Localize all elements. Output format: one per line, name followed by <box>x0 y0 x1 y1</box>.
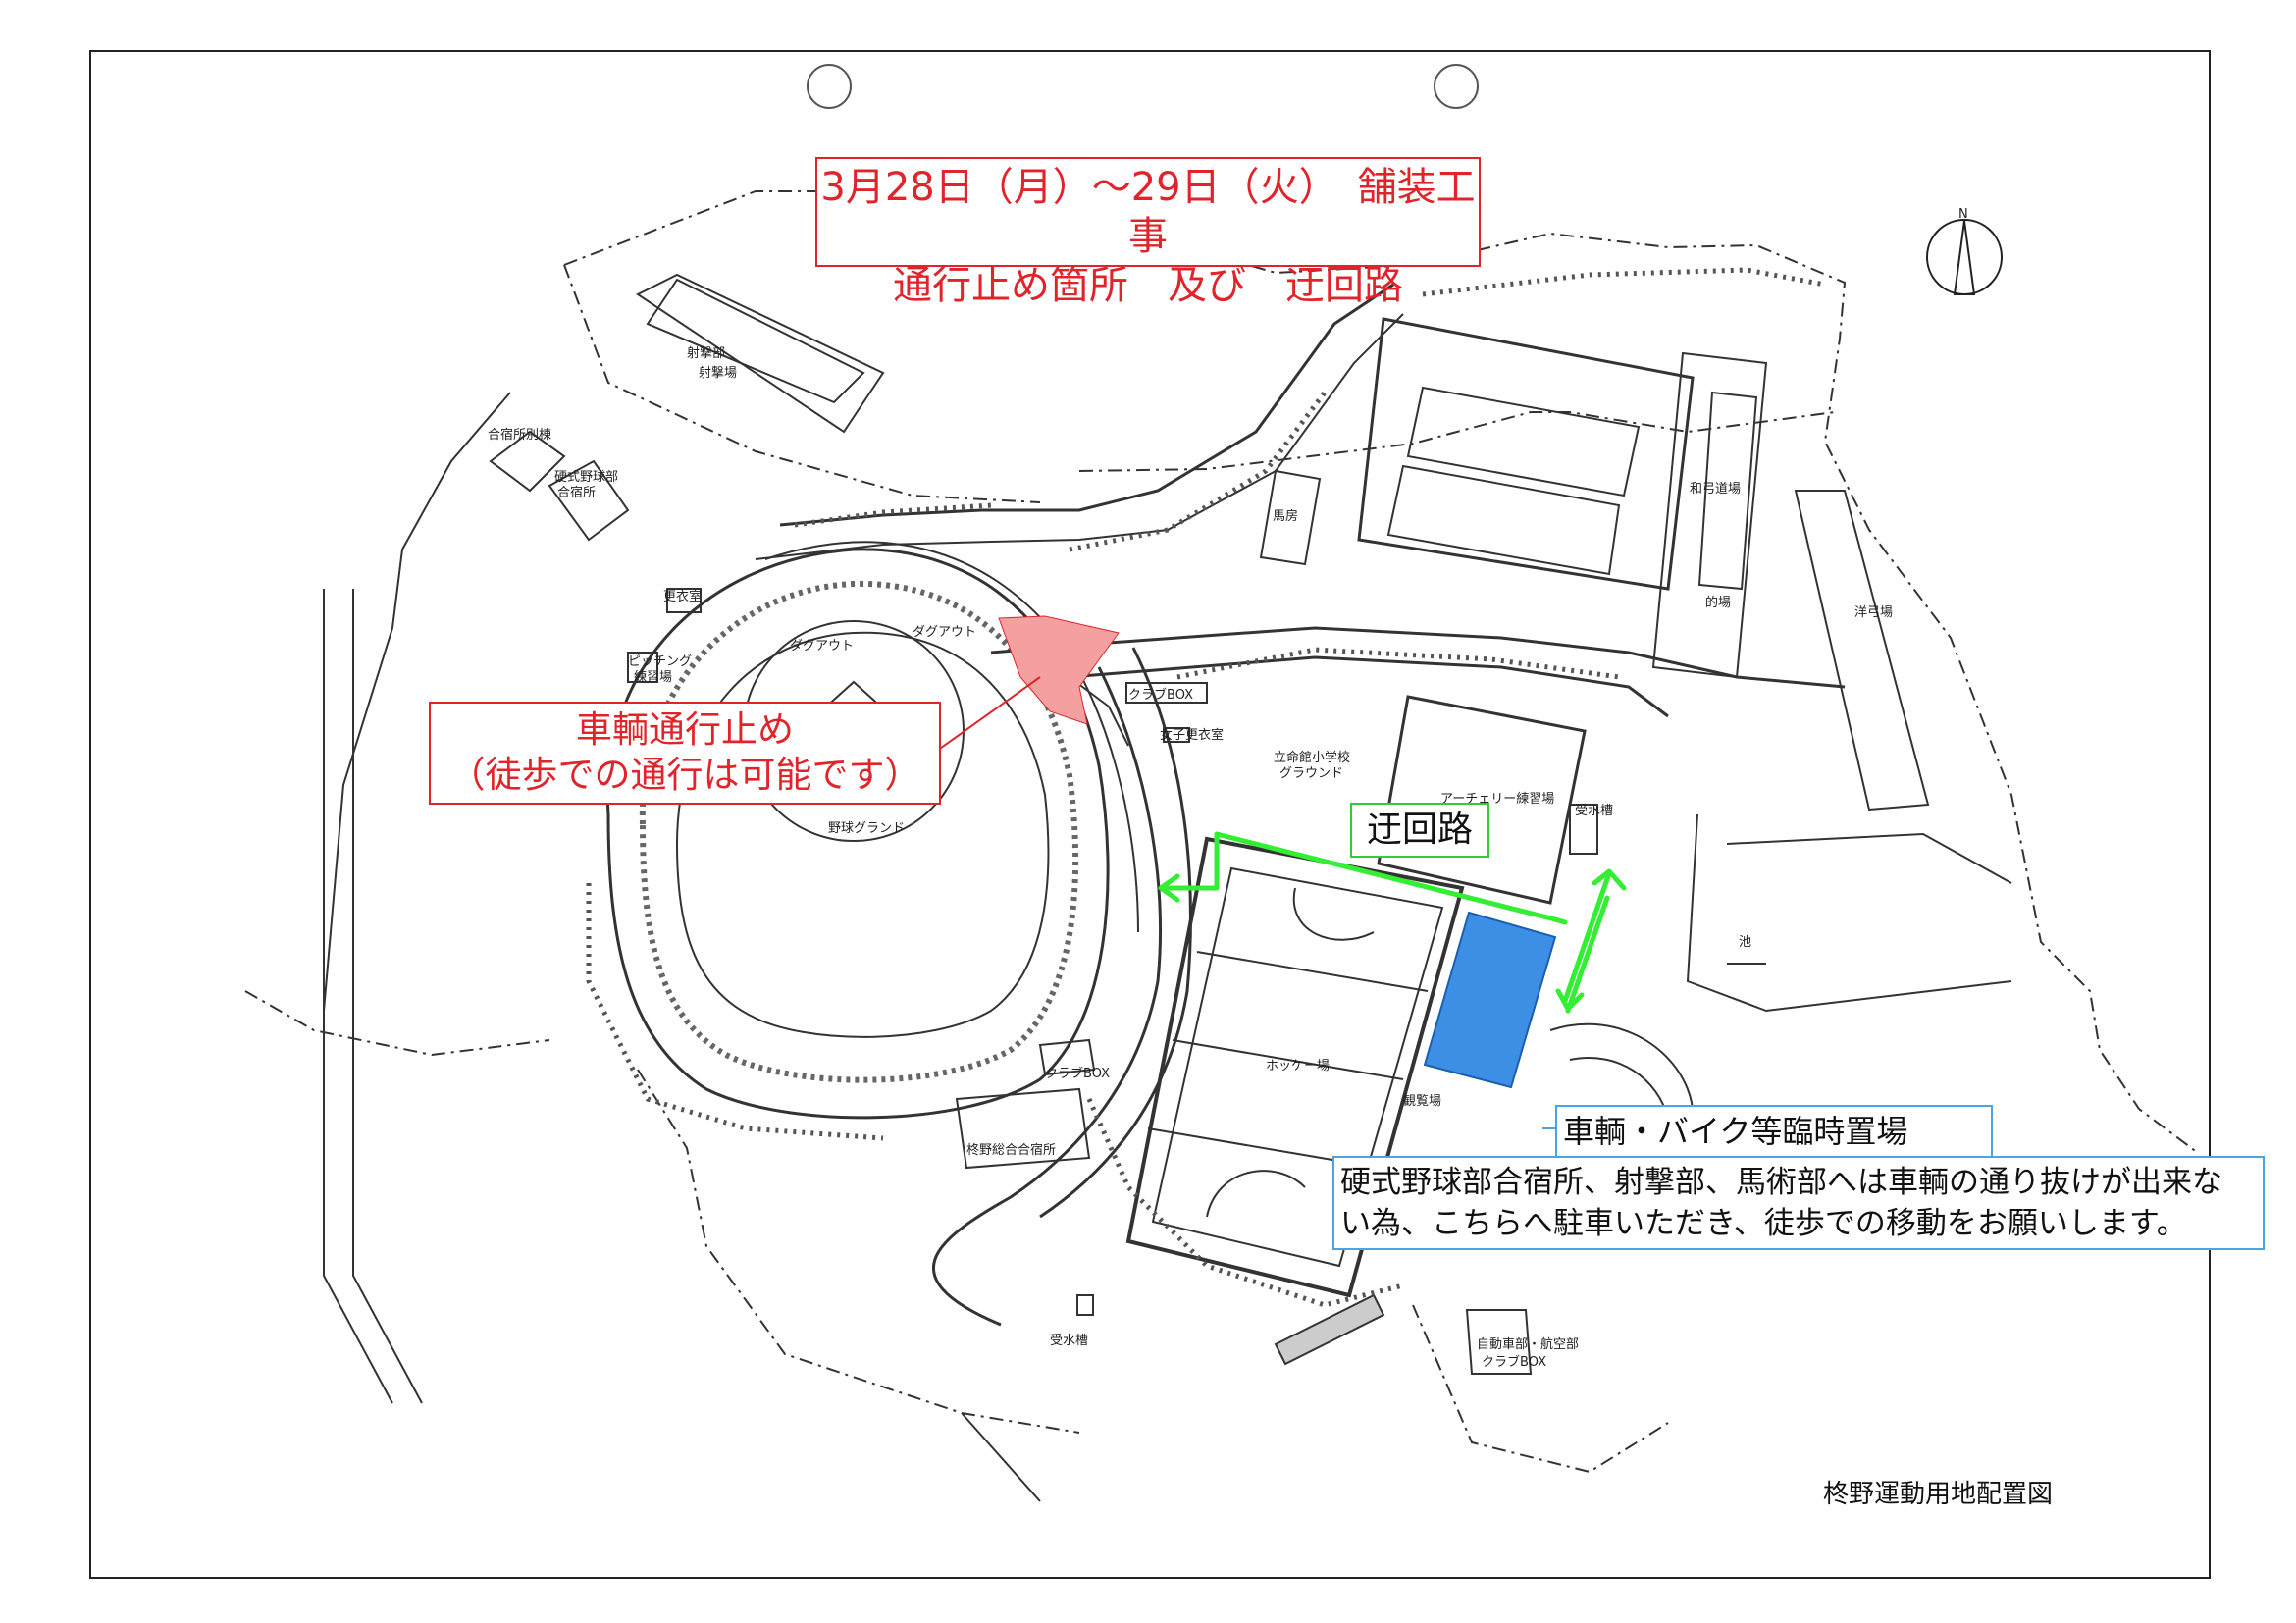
label-annex: 合宿所別棟 <box>488 427 551 443</box>
closure-pointer <box>936 676 1041 752</box>
map-labels: 射撃部 射撃場 合宿所別棟 硬式野球部 合宿所 更衣室 ピッチング 練習場 ダグ… <box>488 207 1968 1370</box>
parking-note: 硬式野球部合宿所、射撃部、馬術部へは車輌の通り抜けが出来な い為、こちらへ駐車い… <box>1332 1156 2265 1250</box>
detour-label: 迂回路 <box>1366 810 1473 850</box>
label-pitching-2: 練習場 <box>634 670 672 685</box>
label-dugout-2: ダグアウト <box>913 625 976 640</box>
label-shooting-range: 射撃場 <box>699 365 737 381</box>
label-hockey: ホッケー場 <box>1266 1059 1330 1073</box>
label-stable: 馬房 <box>1273 508 1298 524</box>
label-baseball-dorm-1: 硬式野球部 <box>554 470 618 485</box>
parking-callout: 車輌・バイク等臨時置場 <box>1555 1105 1993 1158</box>
label-school-ground-1: 立命館小学校 <box>1274 750 1350 765</box>
label-club-box-3: クラブBOX <box>1482 1354 1546 1370</box>
label-target: 的場 <box>1705 595 1731 610</box>
parking-label: 車輌・バイク等臨時置場 <box>1563 1113 1908 1150</box>
road-closure-zone <box>998 615 1120 725</box>
detour-callout: 迂回路 <box>1350 803 1489 858</box>
label-kyudo: 和弓道場 <box>1690 482 1741 497</box>
label-locker: 更衣室 <box>663 589 702 604</box>
label-auto-club: 自動車部・航空部 <box>1477 1336 1579 1352</box>
label-pond: 池 <box>1739 935 1751 950</box>
parking-zone <box>1423 911 1557 1089</box>
label-water-tank-2: 受水槽 <box>1050 1334 1088 1348</box>
label-dorm: 柊野総合合宿所 <box>966 1142 1056 1158</box>
road-closure-callout: 車輌通行止め （徒歩での通行は可能です） <box>429 702 941 805</box>
parking-note-line1: 硬式野球部合宿所、射撃部、馬術部へは車輌の通り抜けが出来な <box>1340 1165 2222 1200</box>
label-western-archery: 洋弓場 <box>1854 605 1893 620</box>
detour-route <box>1158 831 1627 1014</box>
label-spectator: 観覧場 <box>1403 1093 1441 1109</box>
sheet-title: 柊野運動用地配置図 <box>1823 1480 2054 1509</box>
label-dugout-1: ダグアウト <box>790 639 854 654</box>
label-water-tank-1: 受水槽 <box>1575 804 1613 818</box>
label-club-box-1: クラブBOX <box>1128 687 1193 703</box>
label-baseball-dorm-2: 合宿所 <box>557 485 596 500</box>
compass-north-label: N <box>1958 207 1968 222</box>
label-pitching-1: ピッチング <box>628 654 692 669</box>
notice-title-box: 3月28日（月）～29日（火） 舗装工事 通行止め箇所 及び 迂回路 <box>815 157 1481 308</box>
parking-note-line2: い為、こちらへ駐車いただき、徒歩での移動をお願いします。 <box>1340 1206 2187 1241</box>
notice-title-line2: 通行止め箇所 及び 迂回路 <box>893 263 1403 308</box>
label-club-box-2: クラブBOX <box>1045 1066 1110 1081</box>
notice-title-line1: 3月28日（月）～29日（火） 舗装工事 <box>820 165 1476 259</box>
label-shooting-club: 射撃部 <box>687 345 725 361</box>
retaining-walls <box>586 267 1826 1308</box>
label-womens-locker: 女子更衣室 <box>1160 727 1224 743</box>
road-closure-line2: （徒歩での通行は可能です） <box>448 754 921 796</box>
label-school-ground-2: グラウンド <box>1279 766 1343 781</box>
road-closure-line1: 車輌通行止め <box>576 708 794 751</box>
label-baseball-ground: 野球グランド <box>828 821 905 836</box>
